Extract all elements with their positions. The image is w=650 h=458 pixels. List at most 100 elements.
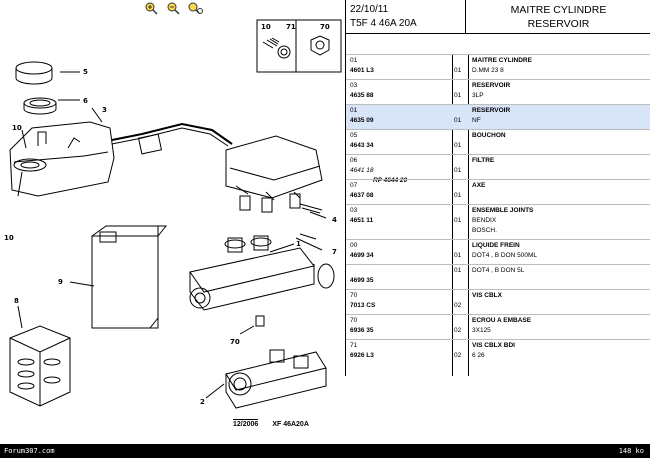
part-name: MAITRE CYLINDRE	[472, 57, 532, 64]
quantity: 01	[454, 167, 462, 174]
callout-10-top: 10	[12, 124, 22, 132]
part-reference: 4635 09	[350, 117, 374, 124]
part-name: LIQUIDE FREIN	[472, 242, 520, 249]
zoom-toolbar	[0, 0, 345, 16]
part-name: BOUCHON	[472, 132, 506, 139]
part-detail: D.MM 23 8	[472, 67, 504, 74]
part-reference: 4637 08	[350, 192, 374, 199]
parts-row[interactable]: 4699 35 01 DOT4 , B DON 5L	[346, 264, 650, 289]
file-size: 148 ko	[618, 447, 644, 455]
parts-row[interactable]: 01 4601 L3 01 MAITRE CYLINDRE D.MM 23 8	[346, 54, 650, 79]
site-name: Forum307.com	[4, 447, 55, 455]
callout-4: 4	[332, 216, 337, 224]
parts-row[interactable]: 00 4699 34 01 LIQUIDE FREIN DOT4 , B DON 500…	[346, 239, 650, 264]
item-number: 01	[350, 57, 358, 64]
quantity: 01	[454, 267, 462, 274]
exploded-diagram: 5 6 3 10 10 4 7 1 9 8 70 2 10 71 70	[4, 19, 342, 409]
inset-label-71: 71	[286, 23, 296, 31]
header-title-line1: MAITRE CYLINDRE	[510, 4, 607, 16]
part-name: DOT4 , B DON 5L	[472, 267, 525, 274]
part-name: VIS CBLX	[472, 292, 502, 299]
part-name: RESERVOIR	[472, 82, 511, 89]
parts-pane: 22/10/11 T5F 4 46A 20A MAITRE CYLINDRE R…	[345, 0, 650, 376]
part-reference: 4601 L3	[350, 67, 374, 74]
part-name: FILTRE	[472, 157, 495, 164]
fastener-inset-box	[256, 19, 342, 73]
item-number: 03	[350, 207, 358, 214]
callout-3: 3	[102, 106, 107, 114]
part-detail: BENDIX	[472, 217, 497, 224]
part-detail: NF	[472, 117, 481, 124]
item-number: 70	[350, 292, 358, 299]
callout-8: 8	[14, 297, 19, 305]
quantity: 02	[454, 352, 462, 359]
quantity: 01	[454, 217, 462, 224]
part-reference: 4651 11	[350, 217, 374, 224]
parts-row[interactable]: 03 4635 88 01 RESERVOIR 3LP	[346, 79, 650, 104]
callout-6: 6	[83, 97, 88, 105]
replacement-reference: RP 4644 20	[373, 177, 408, 184]
header-model-code: T5F 4 46A 20A	[350, 18, 417, 29]
parts-row[interactable]: 01 4635 09 01 RESERVOIR NF	[346, 104, 650, 129]
item-number: 03	[350, 82, 358, 89]
inset-label-10: 10	[261, 23, 271, 31]
status-bar: Forum307.com 148 ko	[0, 444, 650, 458]
figure-reference: 12/2006 XF 46A20A	[233, 419, 343, 431]
part-name: ENSEMBLE JOINTS	[472, 207, 534, 214]
zoom-in-icon[interactable]	[143, 1, 159, 15]
callout-70: 70	[230, 338, 240, 346]
part-detail: 3LP	[472, 92, 484, 99]
figure-date: 12/2006	[233, 419, 259, 431]
item-number: 05	[350, 132, 358, 139]
part-name: RESERVOIR	[472, 107, 511, 114]
parts-row[interactable]: 03 4651 11 01 ENSEMBLE JOINTS BENDIX BOSCH.	[346, 204, 650, 239]
item-number: 06	[350, 157, 358, 164]
header-title: MAITRE CYLINDRE RESERVOIR	[466, 0, 650, 34]
callout-10-bottom: 10	[4, 234, 14, 242]
callout-9: 9	[58, 278, 63, 286]
part-reference: 4643 34	[350, 142, 374, 149]
column-divider-desc	[468, 54, 469, 376]
item-number: 00	[350, 242, 358, 249]
part-detail: BOSCH.	[472, 227, 497, 234]
quantity: 01	[454, 92, 462, 99]
parts-row[interactable]: 70 6936 35 02 ECROU A EMBASE 3X125	[346, 314, 650, 339]
zoom-out-icon[interactable]	[165, 1, 181, 15]
diagram-pane: 5 6 3 10 10 4 7 1 9 8 70 2 10 71 70 12/2…	[0, 0, 345, 431]
zoom-reset-icon[interactable]	[187, 1, 203, 15]
part-detail: 3X125	[472, 327, 491, 334]
part-reference: 6936 35	[350, 327, 374, 334]
callout-7: 7	[332, 248, 337, 256]
parts-header: 22/10/11 T5F 4 46A 20A MAITRE CYLINDRE R…	[346, 0, 650, 34]
item-number: 70	[350, 317, 358, 324]
part-detail: 6 26	[472, 352, 485, 359]
part-reference: 4635 88	[350, 92, 374, 99]
header-meta: 22/10/11 T5F 4 46A 20A	[346, 0, 466, 34]
parts-row[interactable]: 06 4641 18 RP 4644 20 01 FILTRE	[346, 154, 650, 184]
part-reference: 7013 CS	[350, 302, 376, 309]
part-detail: DOT4 , B DON 500ML	[472, 252, 538, 259]
column-divider-qty	[452, 54, 453, 376]
quantity: 01	[454, 142, 462, 149]
part-reference: 4699 34	[350, 252, 374, 259]
parts-row[interactable]: 05 4643 34 01 BOUCHON	[346, 129, 650, 154]
item-number: 07	[350, 182, 358, 189]
header-date: 22/10/11	[350, 4, 389, 15]
quantity: 02	[454, 327, 462, 334]
figure-code: XF 46A20A	[272, 421, 309, 428]
part-reference: 4699 35	[350, 277, 374, 284]
part-reference: 4641 18	[350, 167, 374, 174]
quantity: 01	[454, 117, 462, 124]
item-number: 71	[350, 342, 358, 349]
item-number: 01	[350, 107, 358, 114]
callout-1: 1	[296, 240, 301, 248]
inset-label-70: 70	[320, 23, 330, 31]
quantity: 01	[454, 192, 462, 199]
part-name: ECROU A EMBASE	[472, 317, 532, 324]
callout-5: 5	[83, 68, 88, 76]
quantity: 01	[454, 252, 462, 259]
quantity: 01	[454, 67, 462, 74]
